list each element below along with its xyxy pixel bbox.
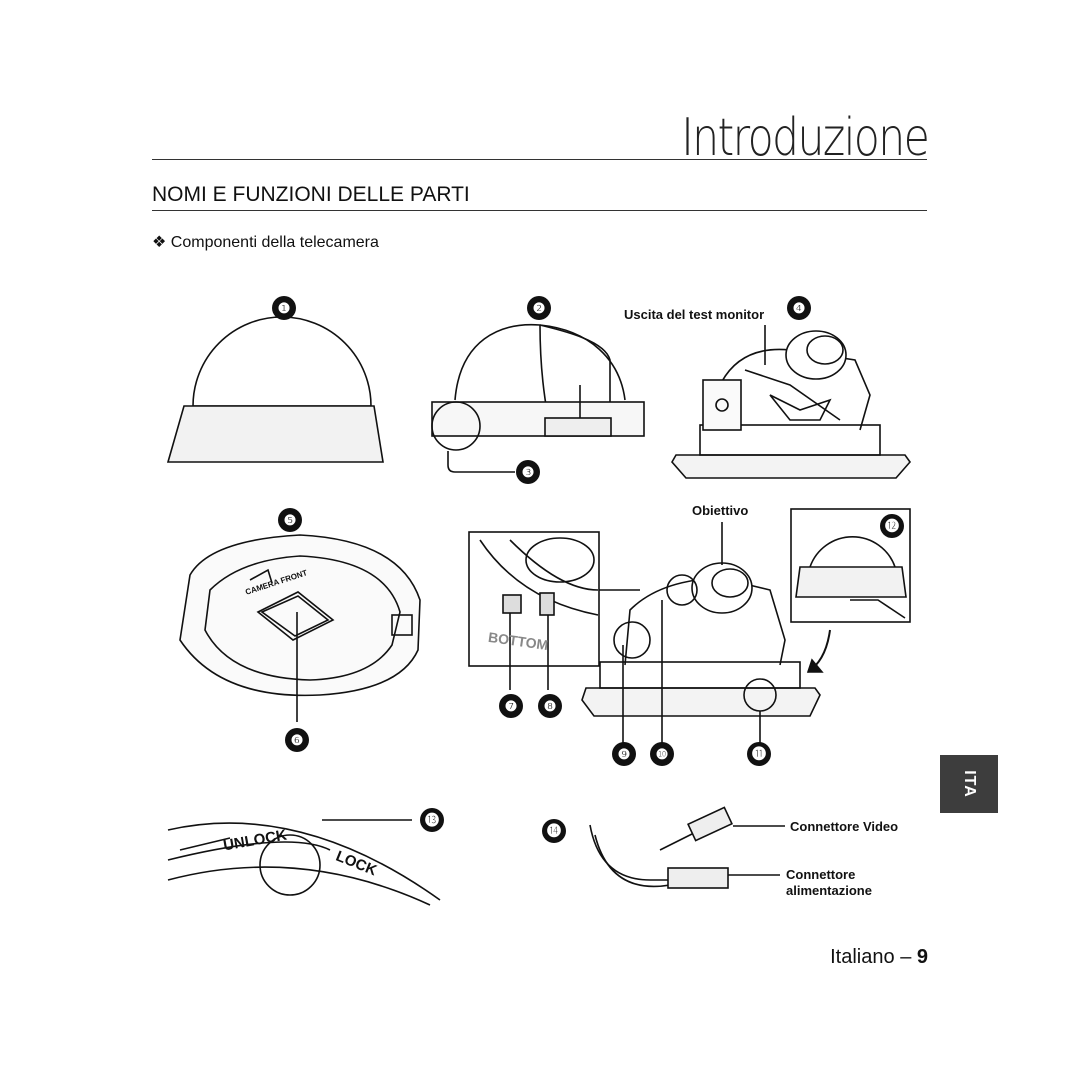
label-test-monitor: Uscita del test monitor: [624, 307, 765, 322]
label-lens: Obiettivo: [692, 503, 749, 518]
page-number: 9: [916, 946, 928, 968]
language-tab: ITA: [940, 755, 998, 813]
callout-7: ❼: [499, 694, 523, 718]
callout-1: ❶: [272, 296, 296, 320]
chapter-rule: [152, 159, 927, 160]
label-video-connector: Connettore Video: [790, 819, 899, 834]
callout-8: ❽: [538, 694, 562, 718]
base-plate-illustration: [179, 534, 421, 722]
callout-10: ❿: [650, 742, 674, 766]
chapter-title: Introduzione: [681, 108, 930, 168]
language-tab-label: ITA: [961, 770, 978, 798]
callout-14: ⓮: [542, 819, 566, 843]
dome-cover-illustration: [166, 316, 384, 463]
camera-module-illustration: [671, 325, 912, 479]
callout-9: ❾: [612, 742, 636, 766]
dome-shield-illustration: [431, 323, 645, 473]
cable-illustration: [589, 806, 785, 889]
callout-4: ❹: [787, 296, 811, 320]
label-power-connector-2: alimentazione: [786, 883, 872, 898]
camera-module-front-illustration: [581, 522, 821, 745]
section-rule: [152, 210, 927, 211]
footer-separator: –: [900, 946, 912, 968]
footer-language: Italiano: [830, 946, 895, 968]
callout-12: ⓬: [880, 514, 904, 538]
callout-5: ❺: [278, 508, 302, 532]
callout-2: ❷: [527, 296, 551, 320]
callout-3: ❸: [516, 460, 540, 484]
subheading: ❖ Componenti della telecamera: [152, 234, 379, 251]
lock-ring-illustration: [167, 819, 441, 906]
callout-11: ⓫: [747, 742, 771, 766]
callout-13: ⓭: [420, 808, 444, 832]
page-footer: Italiano – 9: [830, 946, 928, 969]
label-power-connector-1: Connettore: [786, 867, 856, 882]
dome-cable-inset: [790, 508, 911, 623]
connector-detail-inset: [468, 531, 640, 690]
section-title: NOMI E FUNZIONI DELLE PARTI: [152, 183, 470, 206]
callout-6: ❻: [285, 728, 309, 752]
